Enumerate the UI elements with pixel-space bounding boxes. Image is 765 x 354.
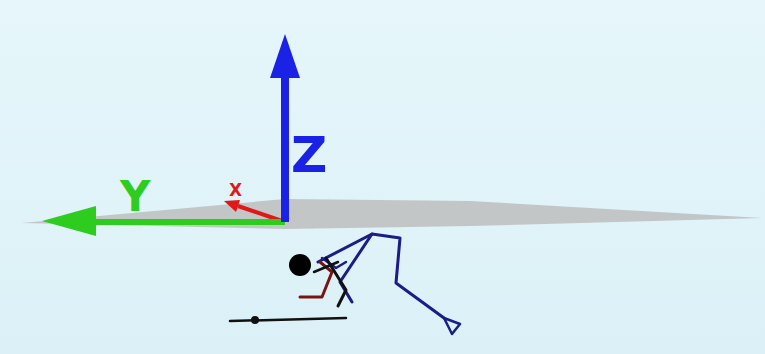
axis-label: Z [291,130,327,180]
axis-label: Y [120,176,150,218]
z-axis [270,34,300,222]
y-axis [42,206,285,236]
stick-figure [230,234,460,334]
axis-label: X [229,182,242,199]
x-axis [224,200,285,222]
